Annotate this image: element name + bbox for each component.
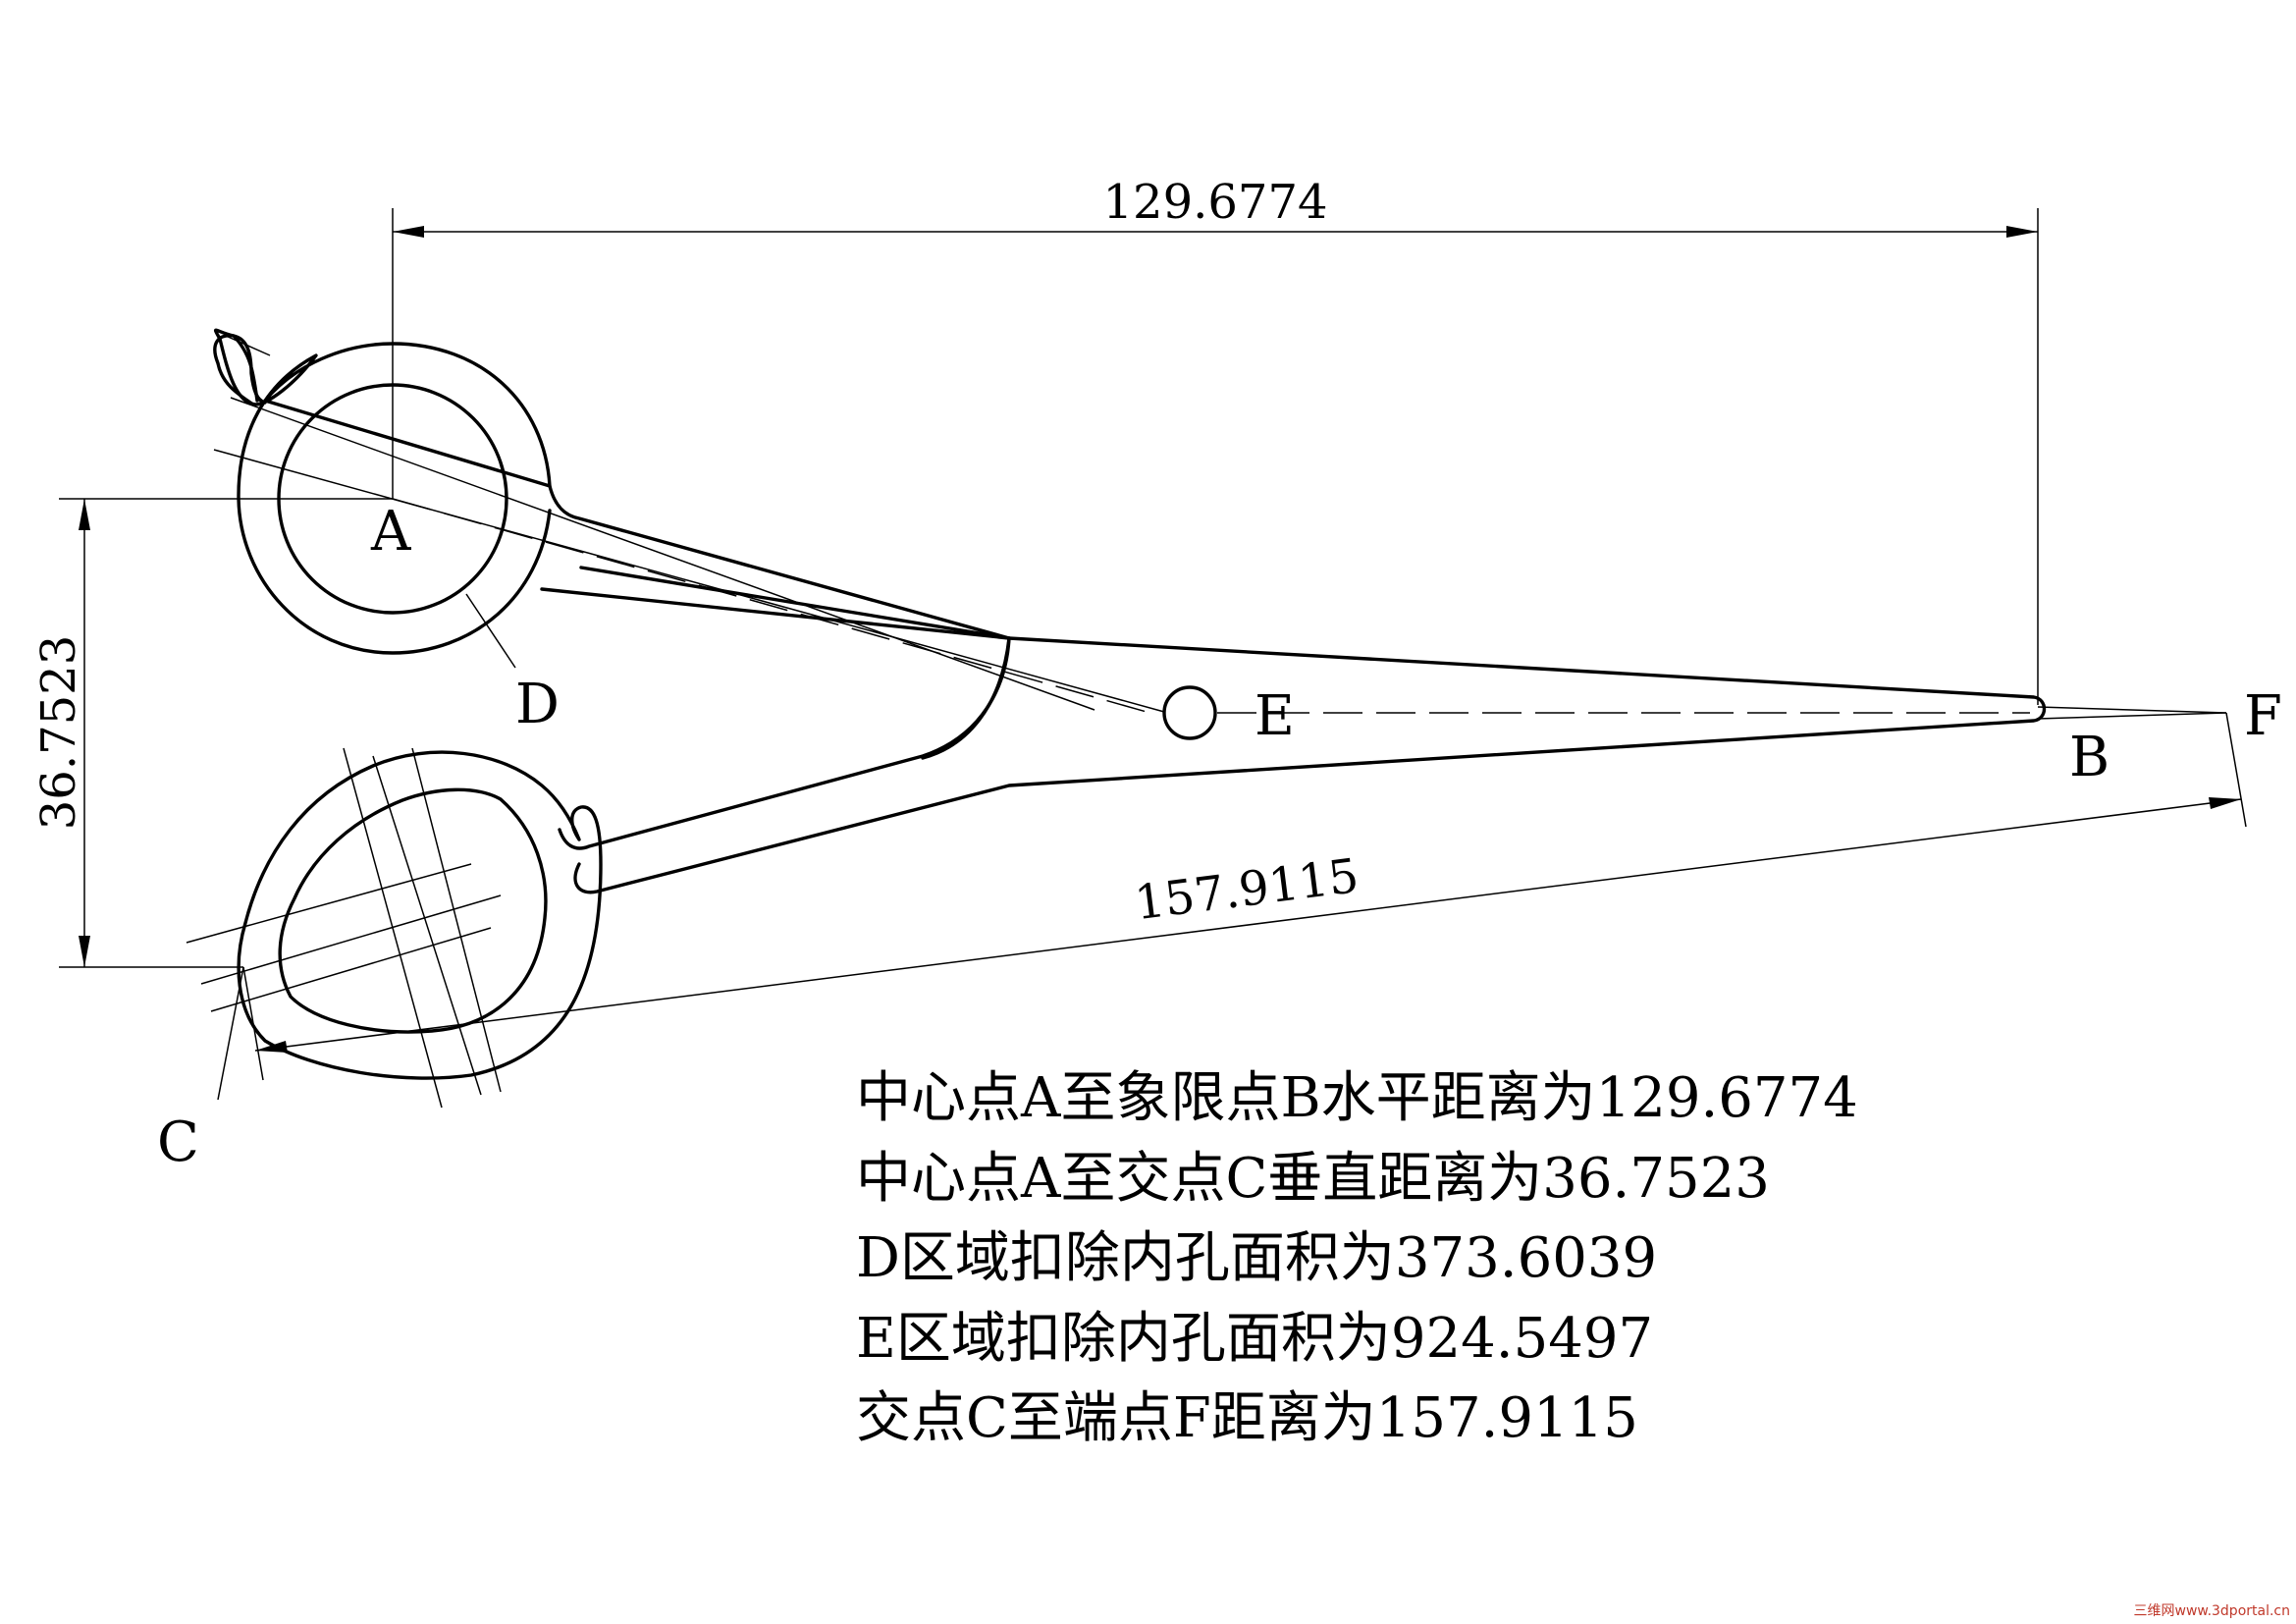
upper-shank <box>548 484 2047 894</box>
label-point-c: C <box>157 1110 199 1174</box>
dimension-horizontal-ab: 129.6774 <box>392 175 2039 705</box>
shank-inner-edge <box>579 566 1011 760</box>
point-labels: A B C D E F <box>157 500 2282 1174</box>
dimension-oblique-cf: 157.9115 <box>242 712 2247 1081</box>
arrowhead <box>2006 226 2038 238</box>
dimension-vertical-ac: 36.7523 <box>31 498 393 968</box>
label-point-d: D <box>515 673 560 736</box>
leader-line-c <box>217 966 244 1101</box>
arrowhead <box>79 936 90 967</box>
measurement-notes: 中心点A至象限点B水平距离为129.6774 中心点A至交点C垂直距离为36.7… <box>856 1058 2132 1459</box>
arrowhead <box>393 226 424 238</box>
note-line: E区域扣除内孔面积为924.5497 <box>856 1306 1654 1371</box>
arrowhead <box>2209 797 2241 809</box>
dimension-text-ac: 36.7523 <box>31 635 86 831</box>
upper-ring-finger-hook <box>213 334 267 406</box>
construction-line <box>372 755 482 1096</box>
lower-handle-ring <box>237 750 603 1080</box>
construction-line <box>210 927 492 1012</box>
construction-line <box>2037 712 2227 720</box>
construction-line <box>200 894 502 985</box>
dimension-line-cf <box>254 798 2242 1052</box>
label-point-f: F <box>2244 684 2282 748</box>
construction-line <box>2037 706 2227 714</box>
pivot-hole <box>1162 685 1217 740</box>
construction-line <box>343 747 443 1109</box>
watermark-text: 三维网www.3dportal.cn <box>2133 1603 2291 1619</box>
construction-line <box>225 335 271 356</box>
note-line: 中心点A至象限点B水平距离为129.6774 <box>856 1066 1858 1130</box>
upper-ring-inner-circle <box>277 383 508 615</box>
construction-lines <box>186 335 2227 1109</box>
note-line: 中心点A至交点C垂直距离为36.7523 <box>856 1146 1770 1211</box>
label-point-a: A <box>370 500 411 564</box>
arrowhead <box>79 499 90 530</box>
note-line: D区域扣除内孔面积为373.6039 <box>856 1226 1658 1290</box>
construction-line <box>230 397 1095 711</box>
extension-line-f-oblique <box>2225 712 2247 828</box>
construction-line <box>213 449 1165 713</box>
lower-ring-outer-contour <box>237 750 603 1080</box>
label-point-b: B <box>2069 726 2109 789</box>
upper-handle-ring <box>213 328 552 655</box>
note-line: 交点C至端点F距离为157.9115 <box>856 1386 1638 1450</box>
dimension-text-cf: 157.9115 <box>1132 848 1362 931</box>
construction-line <box>411 747 502 1093</box>
dimension-text-ab: 129.6774 <box>1102 175 1327 230</box>
leader-line-d <box>465 593 516 669</box>
construction-line <box>186 863 472 944</box>
label-point-e: E <box>1255 684 1295 748</box>
upper-ring-outer-contour <box>214 328 552 655</box>
lower-ring-inner-contour <box>278 787 548 1034</box>
scissors-body <box>540 484 2047 894</box>
